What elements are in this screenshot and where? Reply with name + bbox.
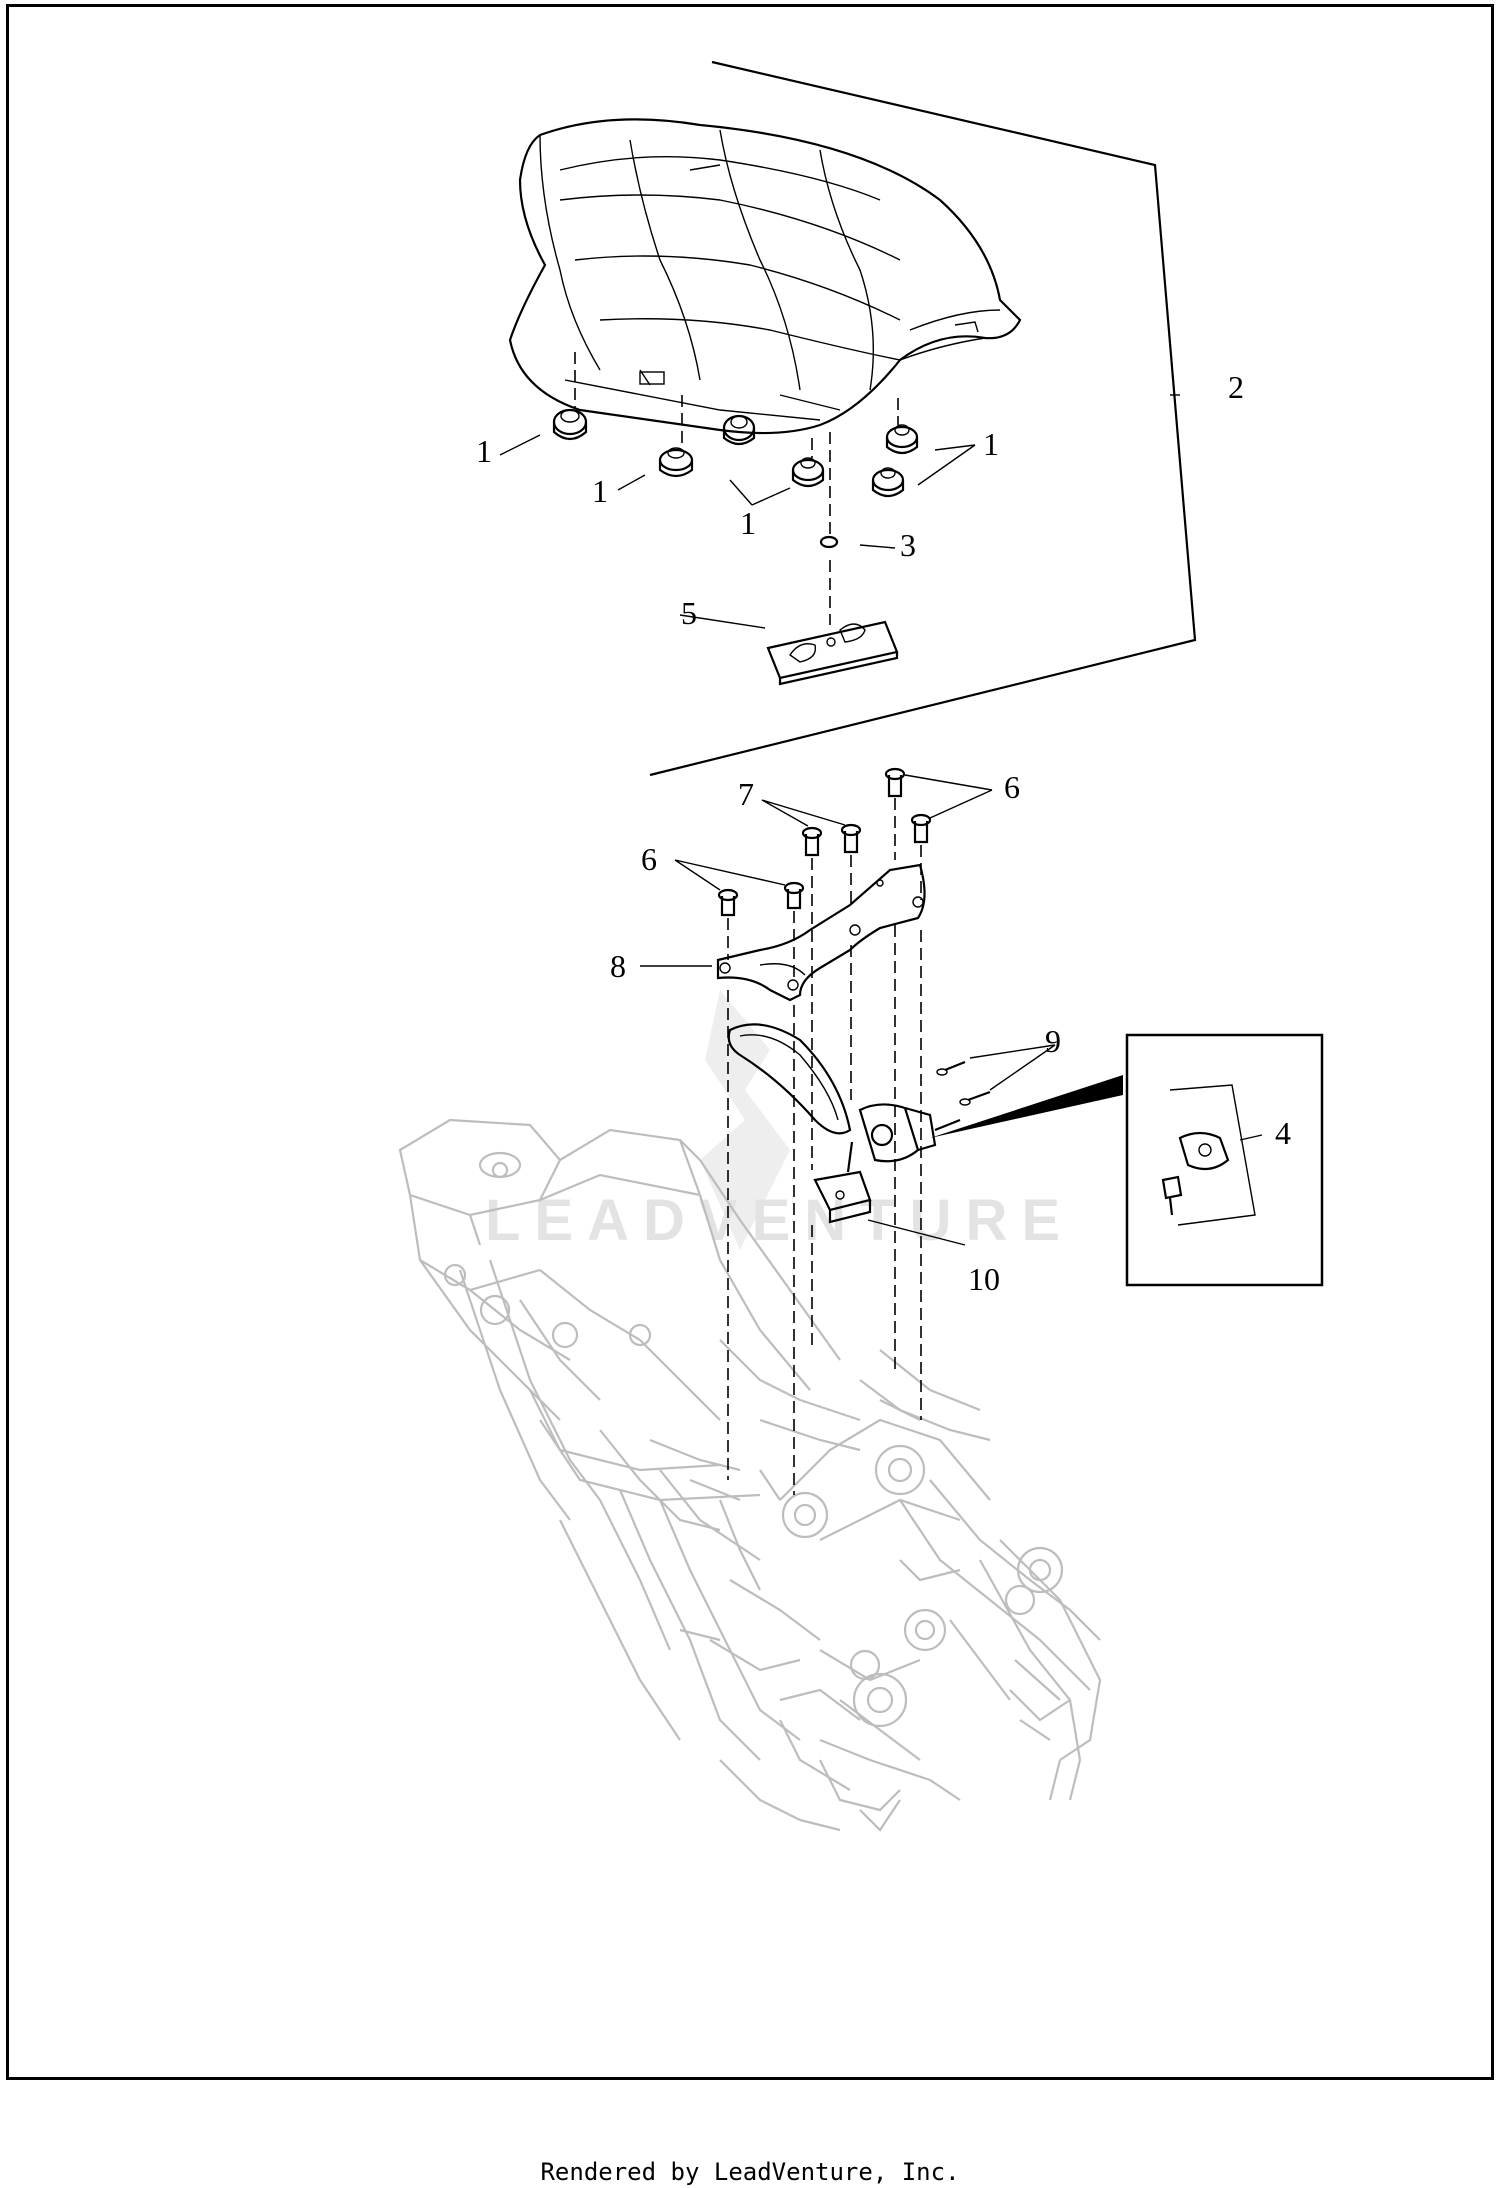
seat: [508, 118, 1022, 435]
callout-8-bracket: 8: [610, 948, 626, 984]
diagram-border: [6, 4, 1494, 2080]
latch-assembly: [727, 1023, 991, 1224]
seat-assembly-bracket-line: [649, 60, 1197, 777]
callout-9-screws: 9: [1045, 1023, 1061, 1059]
callout-10-latch: 10: [968, 1261, 1000, 1297]
bolts: [717, 767, 932, 917]
washer: [819, 535, 839, 549]
watermark: LEADVENTURE: [485, 990, 1074, 1253]
rubber-grommets: [552, 408, 919, 498]
callout-1-grommet-center: 1: [740, 505, 756, 541]
callout-6-bolts-right: 6: [1004, 769, 1020, 805]
seat-plate: [766, 620, 899, 686]
leader-lines: [499, 394, 1263, 1246]
callout-2-seat: 2: [1228, 369, 1244, 405]
callout-4-lock: 4: [1275, 1115, 1291, 1151]
callout-1-grommet-right: 1: [983, 426, 999, 462]
inset-pointer: [930, 1075, 1123, 1138]
watermark-text: LEADVENTURE: [485, 1188, 1074, 1253]
callout-1-grommet-left: 1: [476, 433, 492, 469]
footer-credit: Rendered by LeadVenture, Inc.: [540, 2158, 960, 2186]
callout-6-bolts-left: 6: [641, 841, 657, 877]
callout-3-washer: 3: [900, 527, 916, 563]
motorcycle-frame: [398, 1118, 1102, 1832]
callout-1-grommet-mid-left: 1: [592, 473, 608, 509]
seat-bracket: [716, 863, 926, 1002]
inset-lock-detail: [1125, 1033, 1324, 1287]
callout-5-plate: 5: [681, 595, 697, 631]
callout-7-bolts: 7: [738, 776, 754, 812]
